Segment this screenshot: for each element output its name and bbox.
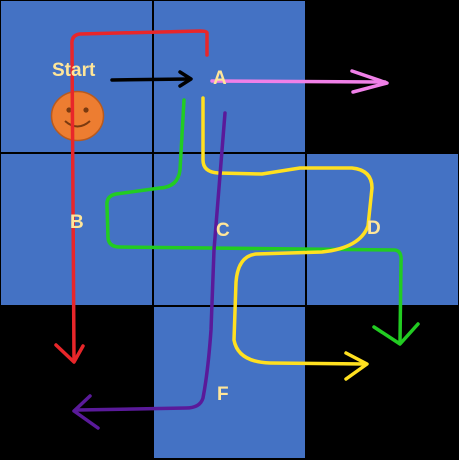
red-path-arrow-icon <box>70 29 209 362</box>
cell-d <box>306 153 459 306</box>
state-c-label: C <box>216 220 230 241</box>
cell-a <box>153 0 306 153</box>
cell-f <box>153 306 306 459</box>
cell-b <box>0 153 153 306</box>
pink-arrow-icon <box>210 79 387 84</box>
start-label: Start <box>52 60 96 81</box>
yellow-path-arrow-icon <box>201 96 374 366</box>
wall-cell <box>0 306 153 459</box>
black-arrow-icon <box>110 77 192 82</box>
smiley-face-icon <box>50 90 105 142</box>
state-b-label: B <box>70 212 84 233</box>
green-path-arrow-icon <box>105 98 403 344</box>
state-f-label: F <box>217 384 229 405</box>
state-a-label: A <box>213 68 227 89</box>
purple-path-arrow-icon <box>76 111 227 412</box>
state-d-label: D <box>367 218 381 239</box>
